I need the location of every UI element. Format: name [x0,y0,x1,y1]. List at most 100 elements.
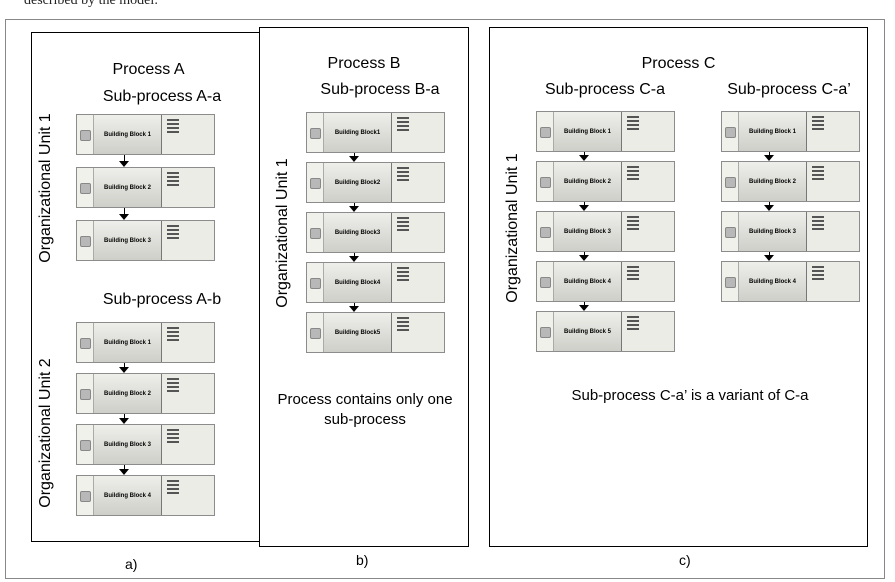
flow-arrow [579,202,589,211]
flow-arrow [349,303,359,312]
top-caption-fragment: described by the model: [24,0,159,8]
block-icon [77,425,94,464]
block-description-icon [807,162,859,201]
panel-c-label: c) [679,552,691,568]
sub-process-a-a-title: Sub-process A-a [102,88,222,105]
block-icon [77,115,94,154]
block-icon [722,262,739,301]
sub-process-c-a-title: Sub-process C-a [544,81,666,98]
sub-process-b-a-title: Sub-process B-a [320,81,440,98]
block-description-icon [392,313,444,352]
flow-arrow [764,202,774,211]
panel-a: Process A Sub-process A-a Organizational… [31,32,266,542]
building-block-label: Building Block 5 [554,312,622,351]
building-block: Building Block3 [306,212,445,253]
building-block: Building Block 1 [536,111,675,152]
sub-process-a-b-title: Sub-process A-b [102,291,222,308]
block-description-icon [807,262,859,301]
process-c-title: Process C [641,55,716,72]
block-description-icon [162,374,214,413]
block-description-icon [622,312,674,351]
block-icon [722,212,739,251]
block-description-icon [162,168,214,207]
building-block: Building Block1 [306,112,445,153]
org-unit-1-label: Organizational Unit 1 [274,158,291,308]
building-block: Building Block4 [306,262,445,303]
block-icon [77,323,94,362]
building-block-label: Building Block 1 [554,112,622,151]
block-icon [307,263,324,302]
block-description-icon [162,425,214,464]
building-block: Building Block 3 [721,211,860,252]
building-block: Building Block 2 [536,161,675,202]
org-unit-1-label: Organizational Unit 1 [504,153,521,303]
building-block-label: Building Block2 [324,163,392,202]
block-description-icon [622,112,674,151]
flow-arrow [119,465,129,475]
building-block-label: Building Block5 [324,313,392,352]
panel-c-note: Sub-process C-a’ is a variant of C-a [571,387,809,404]
building-block: Building Block 2 [76,167,215,208]
org-unit-1-label: Organizational Unit 1 [37,113,54,263]
building-block-label: Building Block1 [324,113,392,152]
figure-frame [5,19,885,579]
building-block-label: Building Block 3 [554,212,622,251]
block-icon [722,162,739,201]
block-description-icon [807,212,859,251]
building-block-label: Building Block 2 [94,374,162,413]
building-block-label: Building Block 3 [94,221,162,260]
flow-arrow [349,253,359,262]
block-icon [77,221,94,260]
building-block-label: Building Block4 [324,263,392,302]
building-block: Building Block 1 [721,111,860,152]
building-block-label: Building Block 1 [94,323,162,362]
block-description-icon [162,221,214,260]
building-block: Building Block 4 [721,261,860,302]
flow-arrow [119,414,129,424]
building-block: Building Block 4 [76,475,215,516]
building-block-label: Building Block 1 [94,115,162,154]
building-block: Building Block5 [306,312,445,353]
block-description-icon [392,263,444,302]
block-icon [307,113,324,152]
panel-a-label: a) [125,556,138,572]
building-block-label: Building Block 4 [554,262,622,301]
building-block-label: Building Block 4 [739,262,807,301]
building-block: Building Block 3 [76,220,215,261]
building-block: Building Block 3 [76,424,215,465]
block-icon [537,212,554,251]
block-description-icon [807,112,859,151]
process-b-title: Process B [327,55,401,72]
block-icon [77,476,94,515]
block-icon [307,163,324,202]
sub-process-c-a-prime-title: Sub-process C-a’ [727,81,851,98]
building-block: Building Block 3 [536,211,675,252]
block-icon [537,312,554,351]
block-description-icon [392,213,444,252]
block-description-icon [622,162,674,201]
building-block-label: Building Block 1 [739,112,807,151]
flow-arrow [579,302,589,311]
building-block: Building Block 2 [76,373,215,414]
flow-arrow [119,363,129,373]
block-description-icon [622,212,674,251]
flow-arrow [349,203,359,212]
building-block-label: Building Block 2 [554,162,622,201]
block-description-icon [392,113,444,152]
building-block-label: Building Block 2 [739,162,807,201]
block-description-icon [622,262,674,301]
block-icon [537,112,554,151]
panel-b-note: Process contains only one sub-process [277,391,453,428]
block-description-icon [392,163,444,202]
flow-arrow [119,155,129,167]
building-block: Building Block 1 [76,114,215,155]
block-icon [537,162,554,201]
org-unit-2-label: Organizational Unit 2 [37,358,54,508]
building-block: Building Block 2 [721,161,860,202]
block-description-icon [162,323,214,362]
building-block: Building Block 1 [76,322,215,363]
block-icon [537,262,554,301]
flow-arrow [579,252,589,261]
flow-arrow [349,153,359,162]
block-icon [77,374,94,413]
